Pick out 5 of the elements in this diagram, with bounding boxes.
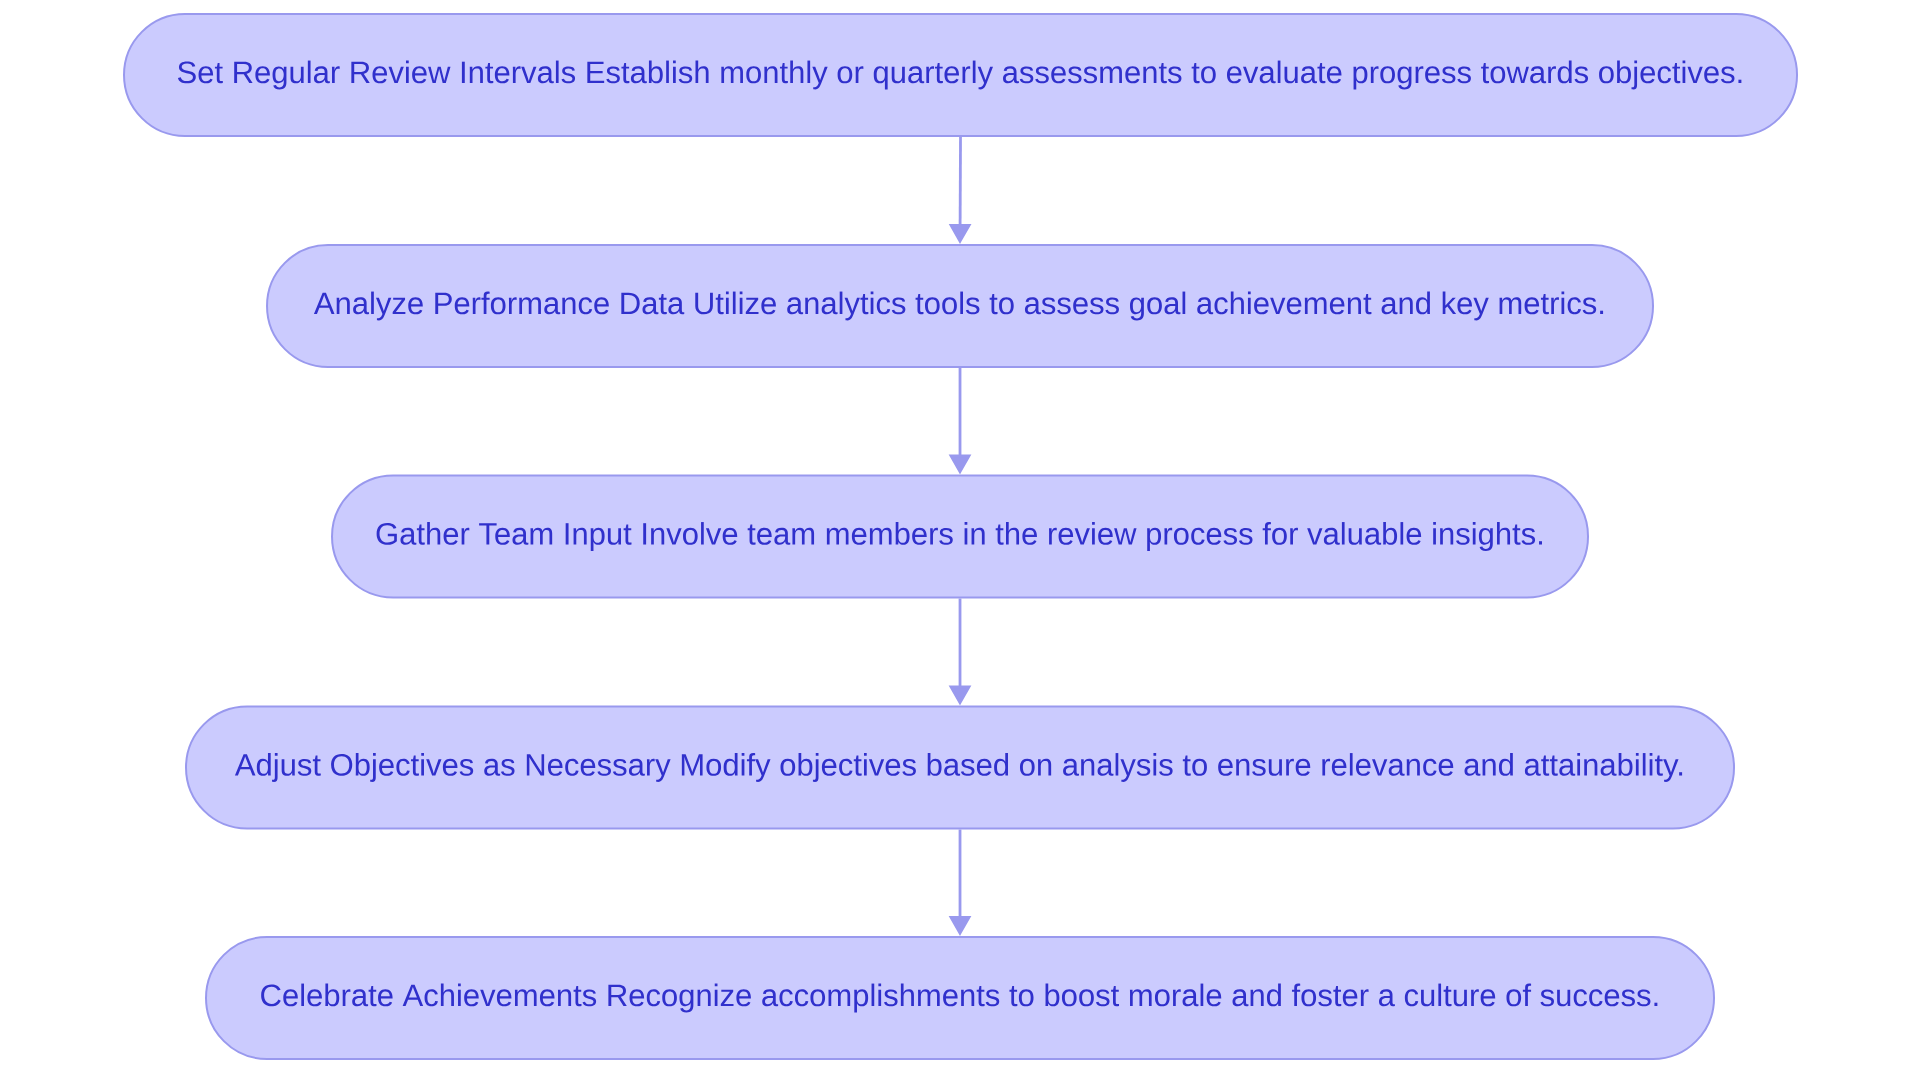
process-box: Analyze Performance Data Utilize analytics tools to assess goal achievement and key metrics. bbox=[266, 244, 1654, 368]
process-box: Set Regular Review Intervals Establish monthly or quarterly assessments to evaluate progress towards objectives. bbox=[123, 13, 1798, 137]
process-box: Celebrate Achievements Recognize accomplishments to boost morale and foster a culture of success. bbox=[205, 936, 1715, 1060]
process-box: Adjust Objectives as Necessary Modify objectives based on analysis to ensure relevance and attainability. bbox=[185, 705, 1735, 830]
process-box: Gather Team Input Involve team members in the review process for valuable insights. bbox=[331, 474, 1589, 599]
